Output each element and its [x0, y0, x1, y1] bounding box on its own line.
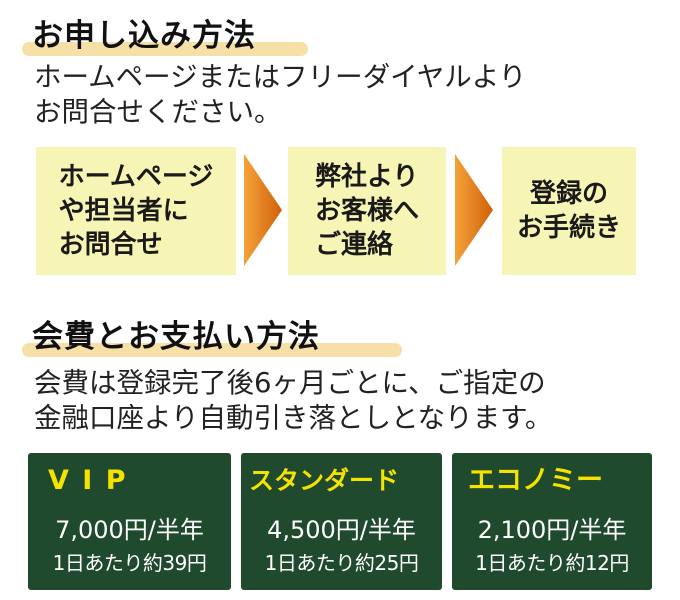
application-description-line: ホームページまたはフリーダイヤルより: [34, 61, 527, 93]
step-line: ご連絡: [314, 230, 393, 260]
step-line: お客様へ: [314, 196, 419, 226]
plan-economy: エコノミー 2,100円/半年 1日あたり約12円: [452, 453, 652, 590]
plan-price: 7,000円/半年: [55, 516, 204, 544]
plan-standard: スタンダード 4,500円/半年 1日あたり約25円: [241, 453, 442, 590]
plan-daily-cost: 1日あたり約25円: [264, 551, 419, 575]
fee-description-line: 会費は登録完了後6ヶ月ごとに、ご指定の: [34, 367, 546, 399]
step-text: 登録の お手続き: [517, 177, 621, 245]
plan-name: スタンダード: [249, 466, 400, 495]
plan-daily-cost: 1日あたり約12円: [475, 551, 629, 575]
step-line: 登録の: [529, 179, 608, 209]
fee-description-line: 金融口座より自動引き落としとなります。: [34, 402, 553, 434]
plan-name: V I P: [48, 465, 128, 496]
step-registration: 登録の お手続き: [502, 147, 636, 275]
fee-heading-text: 会費とお支払い方法: [32, 319, 320, 355]
application-heading: お申し込み方法: [22, 16, 308, 60]
step-text: 弊社より お客様へ ご連絡: [315, 160, 419, 262]
heading-highlight: [22, 343, 402, 357]
fee-heading: 会費とお支払い方法: [22, 317, 402, 361]
heading-highlight: [22, 42, 308, 56]
application-description: ホームページまたはフリーダイヤルより お問合せください。: [34, 60, 526, 130]
fee-description: 会費は登録完了後6ヶ月ごとに、ご指定の 金融口座より自動引き落としとなります。: [34, 366, 552, 436]
step-line: 弊社より: [314, 162, 419, 192]
step-line: お問合せ: [58, 230, 163, 260]
step-callback: 弊社より お客様へ ご連絡: [288, 147, 446, 275]
step-text: ホームページ や担当者に お問合せ: [59, 160, 214, 262]
plan-daily-cost: 1日あたり約39円: [52, 551, 207, 575]
plan-price: 4,500円/半年: [267, 516, 416, 544]
step-contact: ホームページ や担当者に お問合せ: [36, 147, 236, 275]
arrow-right-icon: [244, 154, 282, 266]
application-heading-text: お申し込み方法: [32, 18, 256, 54]
step-line: や担当者に: [58, 196, 189, 226]
plan-name: エコノミー: [468, 465, 603, 496]
arrow-right-icon: [455, 154, 493, 266]
plan-price: 2,100円/半年: [477, 516, 627, 544]
application-description-line: お問合せください。: [34, 96, 282, 128]
step-line: お手続き: [516, 213, 621, 243]
step-line: ホームページ: [58, 162, 214, 192]
plan-vip: V I P 7,000円/半年 1日あたり約39円: [28, 453, 231, 590]
